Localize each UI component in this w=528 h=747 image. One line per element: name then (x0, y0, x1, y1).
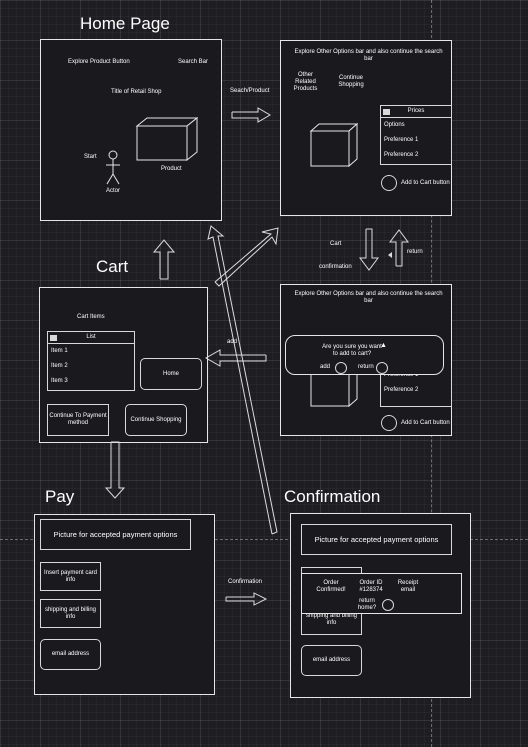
continue-shopping-button[interactable]: Continue Shopping (125, 404, 187, 436)
dialog-return-radio[interactable] (376, 362, 388, 374)
actor-icon (106, 150, 120, 185)
collapse-icon[interactable] (383, 109, 390, 115)
continue-to-payment-button[interactable]: Continue To Payment method (47, 404, 109, 436)
pay-frame: Picture for accepted payment options Ins… (34, 514, 215, 695)
collapse-icon[interactable] (50, 335, 57, 341)
explore-product-button[interactable]: Explore Product Button (68, 59, 130, 65)
arrow-confirmation-to-home (207, 225, 278, 535)
start-label: Start (84, 154, 97, 160)
actor-label: Actor (106, 188, 121, 194)
preference-1-row[interactable]: Preference 1 (384, 372, 419, 378)
dialog-add-label: add (320, 364, 331, 370)
arrow-add-to-cart (204, 349, 267, 367)
email-field[interactable]: email address (301, 645, 362, 676)
return-arrow-label: return (407, 249, 423, 255)
arrow-search-product (231, 107, 271, 123)
add-arrow-label: add (227, 339, 238, 345)
order-confirmed-text: Order Confirmed! (316, 580, 346, 593)
arrow-cart-to-options (214, 227, 279, 287)
prices-panel: Prices Options Preference 1 Preference 2 (380, 105, 452, 165)
options-row[interactable]: Options (384, 122, 405, 128)
dialog-return-label: return (358, 364, 374, 370)
confirmation-arrow-label: confirmation (319, 264, 352, 270)
arrow-pay-to-confirmation (225, 592, 268, 606)
list-title: List (86, 334, 96, 340)
other-related-products[interactable]: Other Related Products (293, 72, 318, 92)
cart-title: Cart (96, 257, 129, 276)
return-pointer-icon (388, 252, 392, 258)
dialog-cursor-icon: ▲ (380, 342, 387, 349)
receipt-email-text: Receipt email (397, 580, 419, 593)
list-item[interactable]: Item 3 (51, 378, 68, 384)
confirmation-title: Confirmation (284, 487, 381, 506)
add-to-cart-radio[interactable] (381, 175, 397, 191)
options-header: Explore Other Options bar and also conti… (294, 49, 443, 62)
shipping-billing-field[interactable]: shipping and billing info (40, 599, 101, 628)
home-button[interactable]: Home (140, 358, 202, 390)
home-page-frame: Explore Product Button Search Bar Title … (40, 39, 222, 221)
product-cube-icon (310, 369, 358, 408)
cart-items-label: Cart Items (77, 314, 105, 320)
dialog-question: Are you sure you want to add to cart? (322, 344, 382, 357)
order-confirmed-popup: Order Confirmed! Order ID #128374 Receip… (301, 573, 462, 614)
preference-1-row[interactable]: Preference 1 (384, 137, 419, 143)
product-cube-icon (309, 123, 359, 168)
cart-list: List Item 1 Item 2 Item 3 (47, 331, 135, 391)
payment-card-field[interactable]: Insert payment card info (40, 562, 101, 591)
return-home-text: return home? (357, 598, 377, 611)
email-field[interactable]: email address (40, 639, 101, 670)
preference-2-row[interactable]: Preference 2 (384, 152, 419, 158)
list-header: List (48, 332, 134, 344)
payment-options-picture: Picture for accepted payment options (40, 519, 191, 550)
preference-2-row[interactable]: Preference 2 (384, 387, 419, 393)
add-to-cart-label: Add to Cart button (401, 420, 450, 426)
arrow-cart-to-pay (104, 441, 126, 499)
list-item[interactable]: Item 2 (51, 363, 68, 369)
arrow-cart-to-home (152, 239, 176, 280)
arrow-return-up (389, 229, 409, 267)
add-to-cart-label: Add to Cart button (401, 180, 450, 186)
return-home-radio[interactable] (382, 599, 394, 611)
search-product-label: Seach/Product (230, 88, 270, 94)
product-label: Product (161, 166, 182, 172)
arrow-options-to-dialog (359, 228, 379, 271)
continue-shopping-link[interactable]: Continue Shopping (338, 75, 364, 88)
prices-title: Prices (407, 108, 425, 114)
order-id-text: Order ID #128374 (359, 580, 383, 593)
add-to-cart-radio[interactable] (381, 415, 397, 431)
options-header: Explore Other Options bar and also conti… (294, 291, 443, 304)
confirmation-flow-label: Confirmation (228, 579, 263, 585)
product-cube-icon (135, 116, 199, 162)
pay-title: Pay (45, 487, 75, 506)
options-frame: Explore Other Options bar and also conti… (280, 40, 452, 216)
payment-options-picture: Picture for accepted payment options (301, 524, 452, 555)
home-page-title: Home Page (80, 14, 170, 33)
cart-arrow-label: Cart (330, 241, 342, 247)
add-to-cart-dialog: Are you sure you want to add to cart? ▲ … (285, 335, 444, 375)
search-bar[interactable]: Search Bar (178, 59, 209, 65)
prices-panel-header: Prices (381, 106, 451, 118)
dialog-add-radio[interactable] (335, 362, 347, 374)
shop-title: Title of Retail Shop (111, 89, 162, 95)
cart-frame: Cart Items List Item 1 Item 2 Item 3 Hom… (39, 287, 208, 443)
list-item[interactable]: Item 1 (51, 348, 68, 354)
horizontal-guide (0, 539, 528, 540)
